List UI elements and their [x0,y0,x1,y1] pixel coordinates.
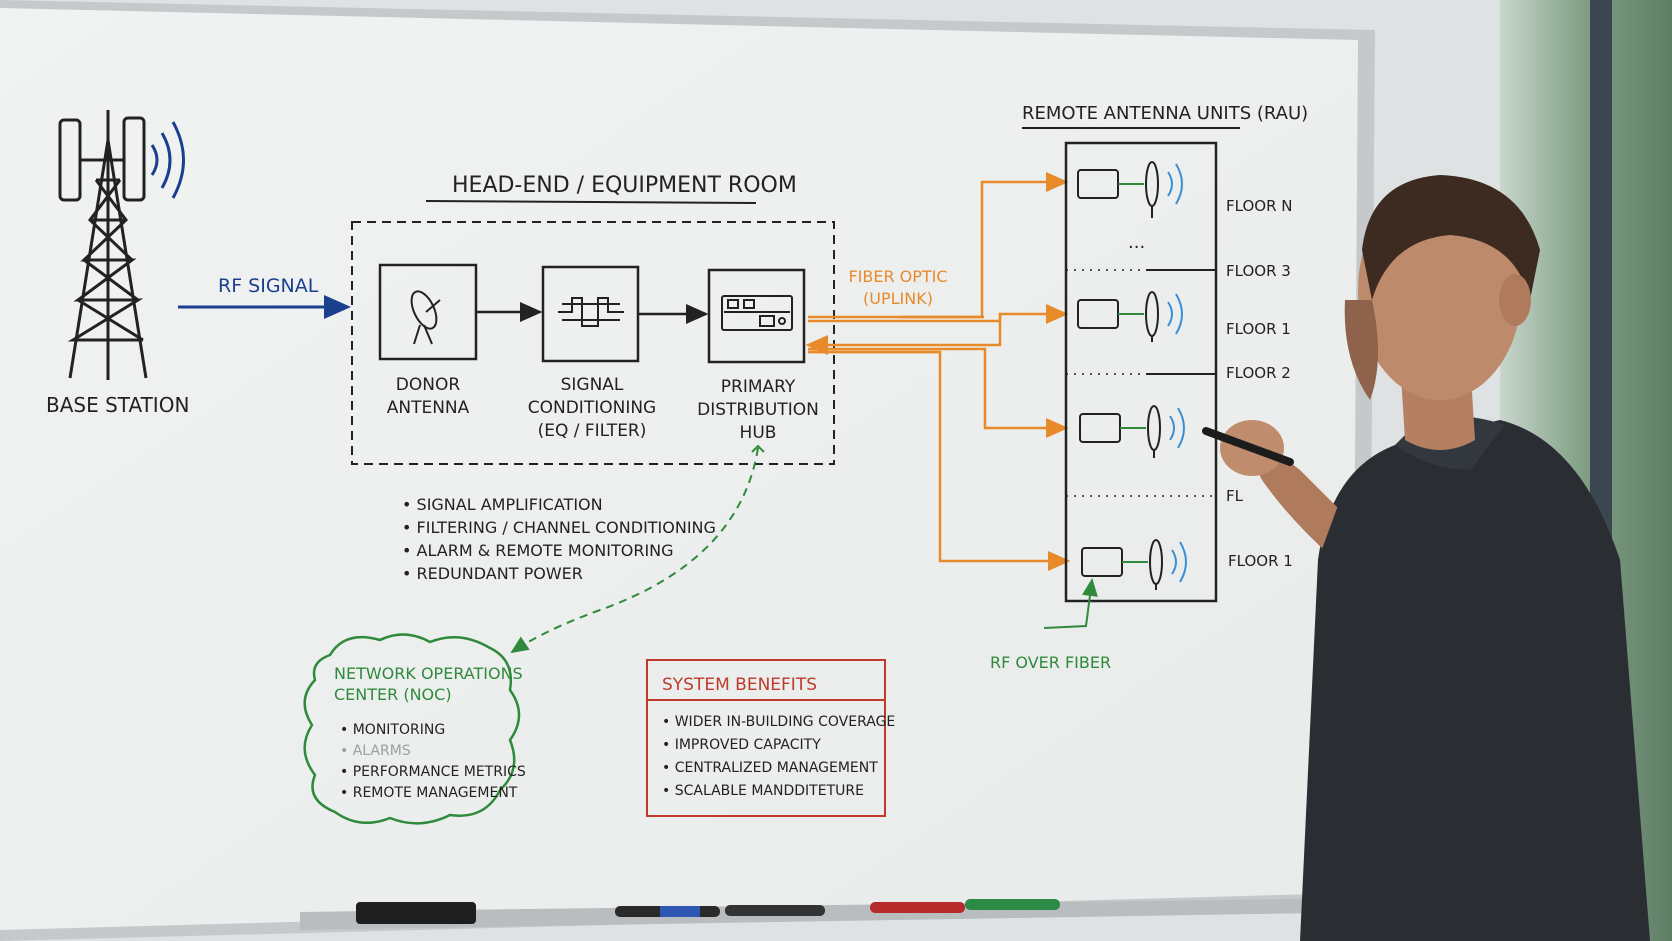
fiber-optic-label-2: (UPLINK) [863,289,933,308]
rf-over-fiber-label: RF OVER FIBER [990,653,1111,672]
rau-unit-floor-3 [1077,291,1183,342]
rau-ellipsis: ... [1128,232,1145,253]
floor-label-3: FLOOR 2 [1226,364,1291,382]
marker-red [870,902,965,913]
floor-label-5: FLOOR 1 [1228,552,1293,570]
noc-item-1: • ALARMS [340,743,411,759]
floor-label-0: FLOOR N [1226,197,1292,215]
dish-icon [410,290,441,345]
noc-link [510,447,759,654]
rau-unit-floor-2 [1079,405,1185,458]
head-end-bullets: • SIGNAL AMPLIFICATION • FILTERING / CHA… [402,495,716,583]
bullet-2: • ALARM & REMOTE MONITORING [402,541,674,560]
rau-unit-floor-1 [1081,539,1187,590]
base-station-tower-icon [58,110,148,380]
benefit-1: • IMPROVED CAPACITY [662,737,821,753]
benefits-box [646,659,886,817]
floor-label-2: FLOOR 1 [1226,320,1291,338]
filter-icon [558,297,624,327]
rf-over-fiber-arrow [1043,578,1098,629]
marker-pen [1202,427,1294,466]
fiber-links [805,172,1071,571]
floor-label-4: FL [1226,487,1244,505]
bullet-0: • SIGNAL AMPLIFICATION [402,495,603,514]
primary-distribution-hub-block [707,268,806,364]
noc-item-0: • MONITORING [340,722,445,738]
hub-line-2: DISTRIBUTION [697,400,819,420]
fiber-optic-label-1: FIBER OPTIC [848,267,947,286]
eraser [356,902,476,924]
rau-building [1064,141,1218,603]
signal-conditioning-line-1: SIGNAL [561,375,624,395]
rau-title: REMOTE ANTENNA UNITS (RAU) [1022,103,1308,124]
noc-cloud [303,633,521,825]
noc-item-2: • PERFORMANCE METRICS [340,764,526,780]
rau-unit-floor-n [1077,161,1183,218]
signal-conditioning-line-2: CONDITIONING [528,398,656,418]
donor-antenna-line-1: DONOR [396,375,461,395]
hub-line-3: HUB [740,423,777,443]
noc-title-1: NETWORK OPERATIONS [334,664,523,683]
head-end-boundary [351,221,835,465]
benefit-2: • CENTRALIZED MANAGEMENT [662,760,878,776]
benefits-title: SYSTEM BENEFITS [662,675,817,695]
base-station-label: BASE STATION [46,393,189,417]
marker-green [965,899,1060,910]
rf-signal-label: RF SIGNAL [218,275,319,297]
floor-label-1: FLOOR 3 [1226,262,1291,280]
benefit-0: • WIDER IN-BUILDING COVERAGE [662,714,895,730]
presenter-person [1202,175,1650,941]
head-end-title: HEAD-END / EQUIPMENT ROOM [452,173,797,198]
noc-item-3: • REMOTE MANAGEMENT [340,785,518,801]
benefit-3: • SCALABLE MANDDITETURE [662,783,864,799]
signal-waves-icon [150,121,185,199]
noc-title-2: CENTER (NOC) [334,685,452,704]
bullet-3: • REDUNDANT POWER [402,564,583,583]
marker-gray [725,905,825,916]
whiteboard-surface [0,8,1358,930]
hub-line-1: PRIMARY [721,377,796,397]
donor-antenna-line-2: ANTENNA [387,398,470,418]
marker-tray [300,898,1372,930]
signal-conditioning-line-3: (EQ / FILTER) [538,421,647,441]
bullet-1: • FILTERING / CHANNEL CONDITIONING [402,518,716,537]
rack-icon [721,295,793,331]
